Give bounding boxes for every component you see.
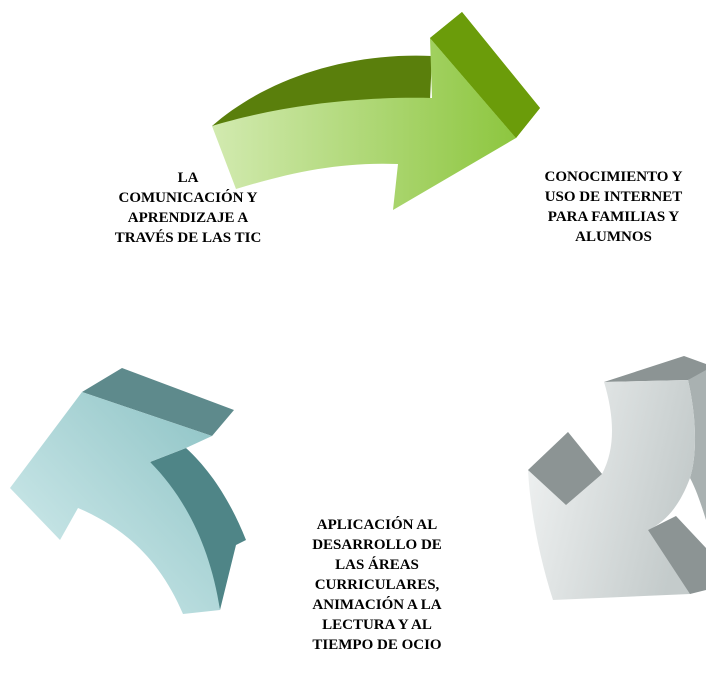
teal-arrow-top [82, 368, 234, 436]
teal-arrow-face [10, 392, 220, 614]
gray-arrow-left-tab [528, 432, 602, 505]
green-arrow [212, 12, 540, 210]
gray-arrow-face [528, 380, 700, 600]
label-line: APLICACIÓN AL [316, 517, 438, 533]
label-line: APRENDIZAJE A [127, 210, 249, 226]
label-internet-knowledge: CONOCIMIENTO Y USO DE INTERNET PARA FAMI… [520, 167, 707, 247]
gray-arrow-bottom-tab [648, 516, 706, 594]
label-line: PARA FAMILIAS Y [547, 209, 680, 225]
label-line: ALUMNOS [575, 229, 652, 245]
green-arrow-head-edge [430, 12, 540, 138]
label-line: ANIMACIÓN A LA [312, 597, 442, 613]
label-line: TIEMPO DE OCIO [312, 637, 442, 653]
label-line: LECTURA Y AL [322, 617, 432, 633]
gray-arrow-top [604, 356, 706, 382]
teal-arrow-inner-side [150, 448, 246, 610]
gray-arrow-side [688, 370, 706, 520]
label-line: LAS ÁREAS [335, 557, 419, 573]
label-curricular-application: APLICACIÓN AL DESARROLLO DE LAS ÁREAS CU… [283, 515, 471, 655]
label-line: TRAVÉS DE LAS TIC [114, 230, 262, 246]
gray-arrow [528, 356, 706, 600]
label-line: CURRICULARES, [314, 577, 440, 593]
label-line: CONOCIMIENTO Y [544, 169, 683, 185]
label-line: USO DE INTERNET [544, 189, 683, 205]
teal-arrow [10, 368, 246, 614]
label-line: DESARROLLO DE [312, 537, 442, 553]
green-arrow-face [212, 38, 516, 210]
label-communication: LA COMUNICACIÓN Y APRENDIZAJE A TRAVÉS D… [98, 168, 278, 248]
label-line: LA [177, 170, 199, 186]
label-line: COMUNICACIÓN Y [118, 190, 258, 206]
